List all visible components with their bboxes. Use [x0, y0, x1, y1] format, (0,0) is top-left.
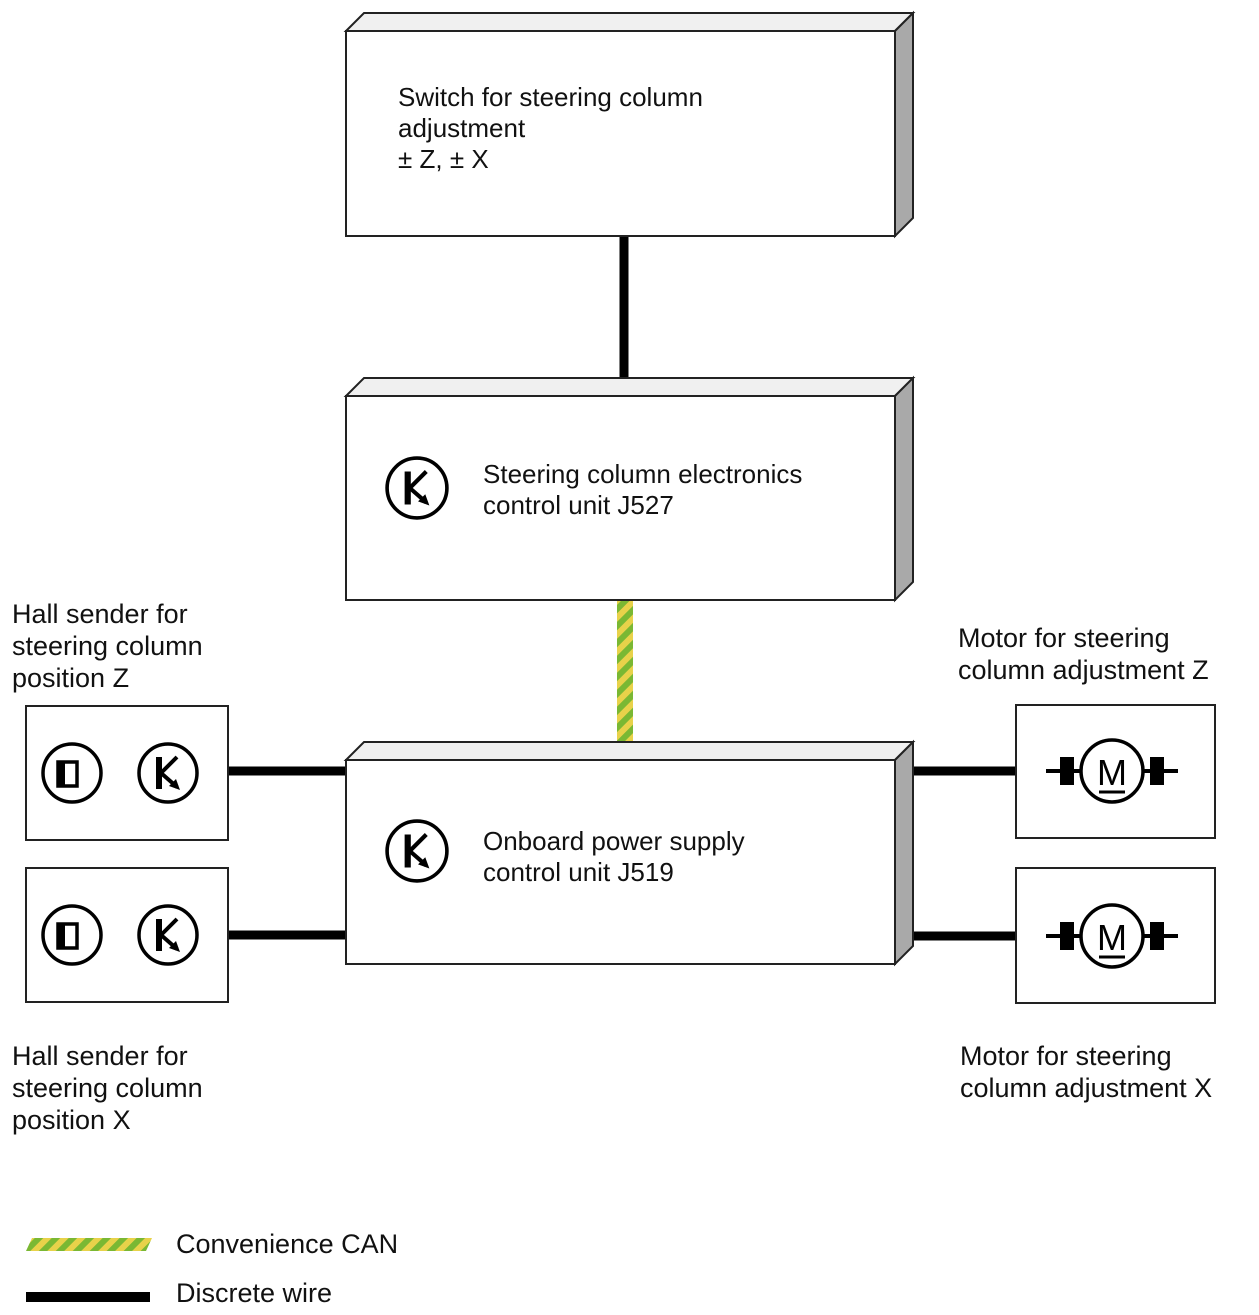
legend-can-label: Convenience CAN — [176, 1229, 399, 1259]
j519-box-label: Onboard power supply control unit J519 — [483, 826, 745, 887]
control-unit-icon — [387, 821, 447, 881]
switch-box — [343, 10, 916, 239]
motor-icon: M — [1046, 903, 1178, 969]
legend — [26, 1238, 152, 1302]
can-bus-j527-to-j519 — [617, 600, 633, 750]
motor-symbol: M — [1097, 917, 1127, 958]
hall-sender-x-box — [25, 867, 229, 1003]
motor-z-label: Motor for steering column adjustment Z — [958, 623, 1209, 685]
j527-box-label: Steering column electronics control unit… — [483, 459, 803, 520]
control-unit-icon — [139, 906, 197, 964]
hall-sender-z-box — [25, 705, 229, 841]
hall-sensor-icon — [41, 904, 103, 966]
connections — [228, 236, 1016, 941]
motor-x-box: M — [1015, 867, 1216, 1004]
motor-symbol: M — [1097, 752, 1127, 793]
hall-sender-z-label: Hall sender for steering column position… — [12, 599, 203, 693]
hall-sender-x-label: Hall sender for steering column position… — [12, 1041, 203, 1135]
hall-sensor-icon — [41, 742, 103, 804]
motor-icon: M — [1046, 738, 1178, 804]
motor-x-label: Motor for steering column adjustment X — [960, 1041, 1213, 1103]
j519-box — [343, 739, 916, 967]
control-unit-icon — [387, 458, 447, 518]
legend-wire-label: Discrete wire — [176, 1278, 333, 1308]
switch-box-label: Switch for steering column adjustment ± … — [398, 82, 703, 174]
legend-can-swatch — [26, 1238, 152, 1251]
control-unit-icon — [139, 744, 197, 802]
j527-box — [343, 375, 916, 603]
legend-wire-swatch — [26, 1292, 150, 1302]
motor-z-box: M — [1015, 704, 1216, 839]
